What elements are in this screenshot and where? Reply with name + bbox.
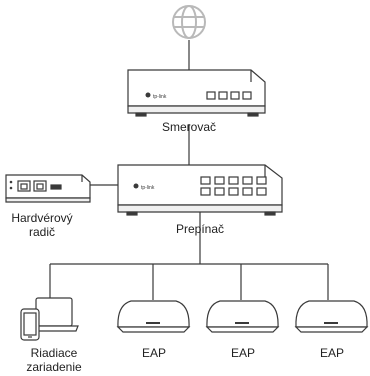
laptop-screen — [35, 297, 73, 327]
switch-brand-text: tp-link — [141, 185, 155, 191]
eap-device-3 — [294, 300, 369, 333]
eap3-label: EAP — [319, 346, 344, 360]
management-device-icon — [20, 297, 79, 341]
hardware-controller-device — [5, 174, 91, 203]
eap-device-1 — [116, 300, 191, 333]
switch-device — [117, 164, 283, 216]
switch-label: Prepínač — [175, 222, 225, 236]
router-brand-text: tp-link — [153, 94, 167, 100]
router-logo-icon — [145, 92, 151, 98]
controller-label-line2: radič — [28, 225, 55, 239]
controller-label-line1: Hardvérový — [11, 211, 73, 225]
router-device — [127, 69, 266, 117]
eap2-label: EAP — [230, 346, 255, 360]
switch-logo-icon — [133, 183, 139, 189]
connection-lines — [49, 40, 329, 300]
router-label: Smerovač — [161, 120, 217, 134]
management-label-line1: Riadiace — [30, 346, 78, 360]
eap1-label: EAP — [141, 346, 166, 360]
eap-device-2 — [205, 300, 280, 333]
management-label-line2: zariadenie — [26, 360, 82, 374]
internet-globe-icon — [172, 5, 206, 39]
